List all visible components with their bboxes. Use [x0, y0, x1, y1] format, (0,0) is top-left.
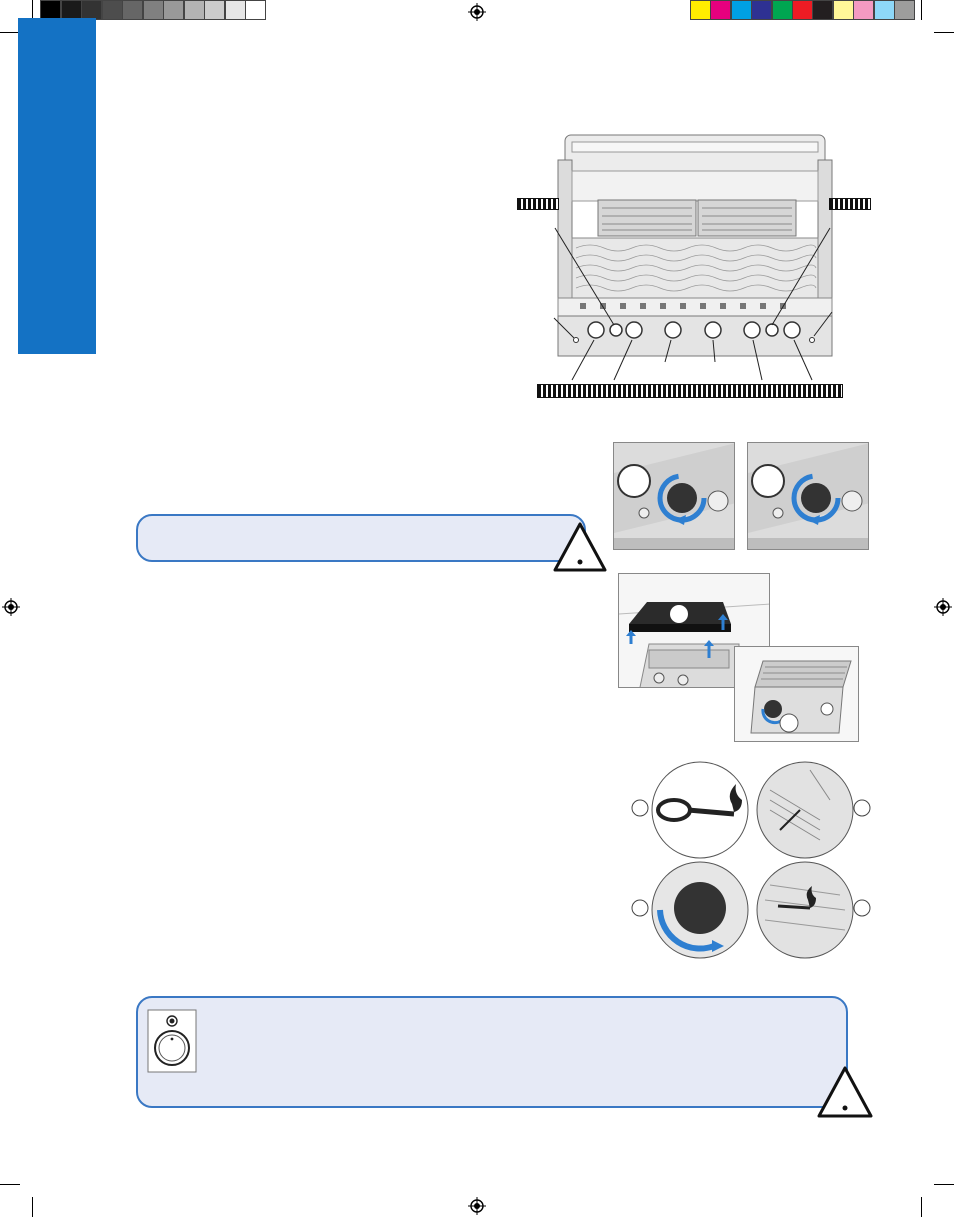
gray-swatch [40, 0, 61, 20]
color-swatch [771, 0, 793, 20]
gray-swatch [204, 0, 225, 20]
color-swatch [832, 0, 854, 20]
crop-mark [32, 0, 33, 20]
color-swatch [710, 0, 732, 20]
color-swatch [853, 0, 875, 20]
color-swatch [792, 0, 813, 20]
registration-mark-icon [2, 598, 20, 616]
registration-mark-icon [468, 1197, 486, 1215]
gray-swatch [163, 0, 184, 20]
crop-mark [921, 1197, 922, 1217]
grill-front-diagram [553, 134, 833, 381]
label-placeholder [829, 198, 871, 210]
info-callout [136, 996, 848, 1108]
gray-swatch [81, 0, 102, 20]
gray-swatch [183, 0, 205, 20]
color-swatch [751, 0, 773, 20]
warning-callout [136, 514, 586, 562]
knob-photo-2 [747, 442, 869, 550]
gray-swatch [224, 0, 246, 20]
knob-photo-1 [613, 442, 735, 550]
section-tab [18, 18, 96, 354]
warning-triangle-icon [817, 1066, 873, 1118]
color-swatch [894, 0, 915, 20]
color-swatch [873, 0, 895, 20]
gray-swatch [60, 0, 82, 20]
manual-lighting-step-4 [756, 861, 871, 959]
gray-swatch [142, 0, 164, 20]
crop-mark [934, 1184, 954, 1185]
crop-mark [32, 1197, 33, 1217]
registration-mark-icon [468, 3, 486, 21]
crop-mark [934, 32, 954, 33]
manual-lighting-step-3 [631, 861, 749, 959]
color-swatch [730, 0, 752, 20]
side-burner-knob-photo [734, 646, 859, 742]
color-swatch [812, 0, 834, 20]
label-placeholder [517, 198, 559, 210]
crop-mark [0, 1184, 20, 1185]
crop-mark [0, 32, 20, 33]
manual-lighting-step-2 [756, 761, 871, 859]
registration-mark-icon [934, 598, 952, 616]
gray-swatch [101, 0, 123, 20]
label-placeholder [537, 384, 843, 398]
gray-swatch [245, 0, 266, 20]
gray-swatch [122, 0, 143, 20]
warning-triangle-icon [553, 522, 607, 572]
knob-icon [147, 1009, 197, 1073]
crop-mark [921, 0, 922, 20]
manual-lighting-step-1 [631, 761, 749, 859]
color-swatch [690, 0, 711, 20]
